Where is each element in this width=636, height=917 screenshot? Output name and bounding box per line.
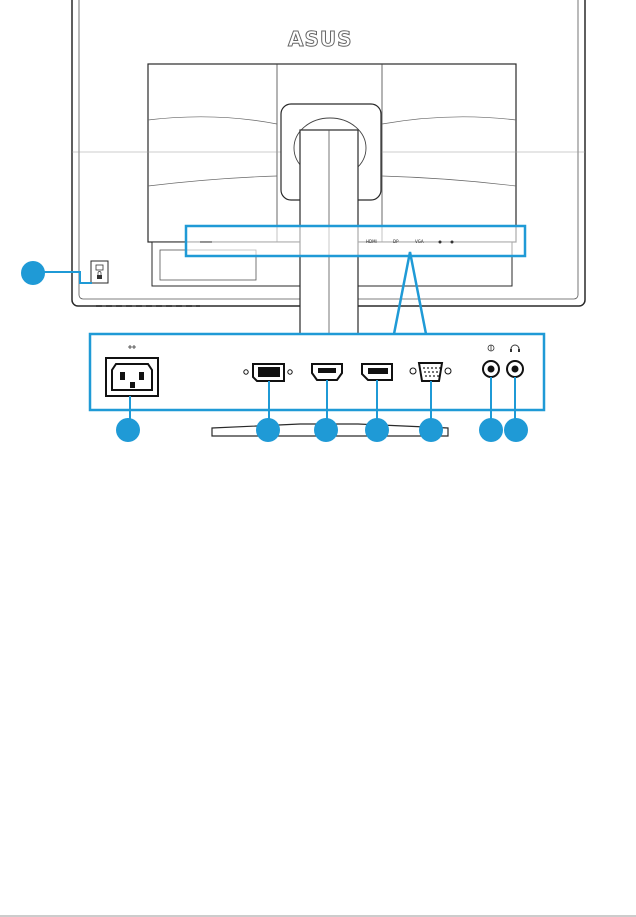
- port-panel-enlarged: [90, 334, 544, 410]
- callout-dvi-port: [256, 418, 280, 442]
- callout-ac-power-in: [116, 418, 140, 442]
- hdmi-connector: [312, 364, 342, 380]
- port-strip-highlight: HDMI DP VGA: [186, 226, 525, 256]
- strip-label-hdmi: HDMI: [366, 239, 377, 244]
- brand-logo: ASUS: [288, 27, 353, 51]
- strip-label-vga: VGA: [415, 239, 424, 244]
- monitor-back: ASUS: [72, 0, 585, 340]
- displayport-connector: [362, 364, 392, 380]
- callout-kensington-lock: [21, 261, 45, 285]
- kensington-lock-slot: [91, 261, 108, 283]
- strip-label-dp: DP: [393, 239, 399, 244]
- callout-vga-port: [419, 418, 443, 442]
- callout-displayport: [365, 418, 389, 442]
- callout-hdmi-port: [314, 418, 338, 442]
- callout-audio-in: [479, 418, 503, 442]
- callout-earphone-jack: [504, 418, 528, 442]
